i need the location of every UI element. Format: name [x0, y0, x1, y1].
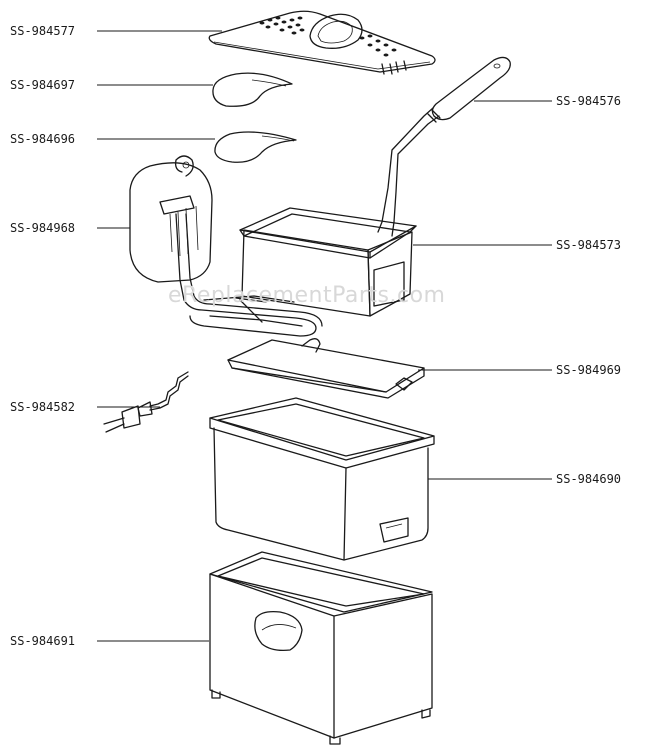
label-lid: SS-984577	[10, 24, 76, 38]
lid-part	[208, 10, 436, 75]
filter-part	[214, 131, 297, 163]
watermark: eReplacementParts.com	[168, 283, 446, 308]
heating-element-part	[175, 213, 323, 337]
filter-cover-part	[212, 72, 293, 107]
label-body-housing: SS-984691	[10, 634, 76, 648]
handle-part	[377, 56, 511, 237]
oil-container-part	[209, 397, 435, 561]
label-oil-container: SS-984690	[556, 472, 622, 486]
label-grate: SS-984969	[556, 363, 622, 377]
body-housing-part	[209, 551, 433, 745]
control-head-part	[129, 155, 213, 283]
label-filter: SS-984696	[10, 132, 76, 146]
label-cord: SS-984582	[10, 400, 76, 414]
label-filter-cover: SS-984697	[10, 78, 76, 92]
label-basket: SS-984573	[556, 238, 622, 252]
leader-lines	[97, 30, 552, 642]
label-handle: SS-984576	[556, 94, 622, 108]
label-control-head: SS-984968	[10, 221, 76, 235]
basket-part	[239, 207, 417, 317]
grate-part	[227, 338, 425, 399]
cord-part	[103, 371, 189, 433]
